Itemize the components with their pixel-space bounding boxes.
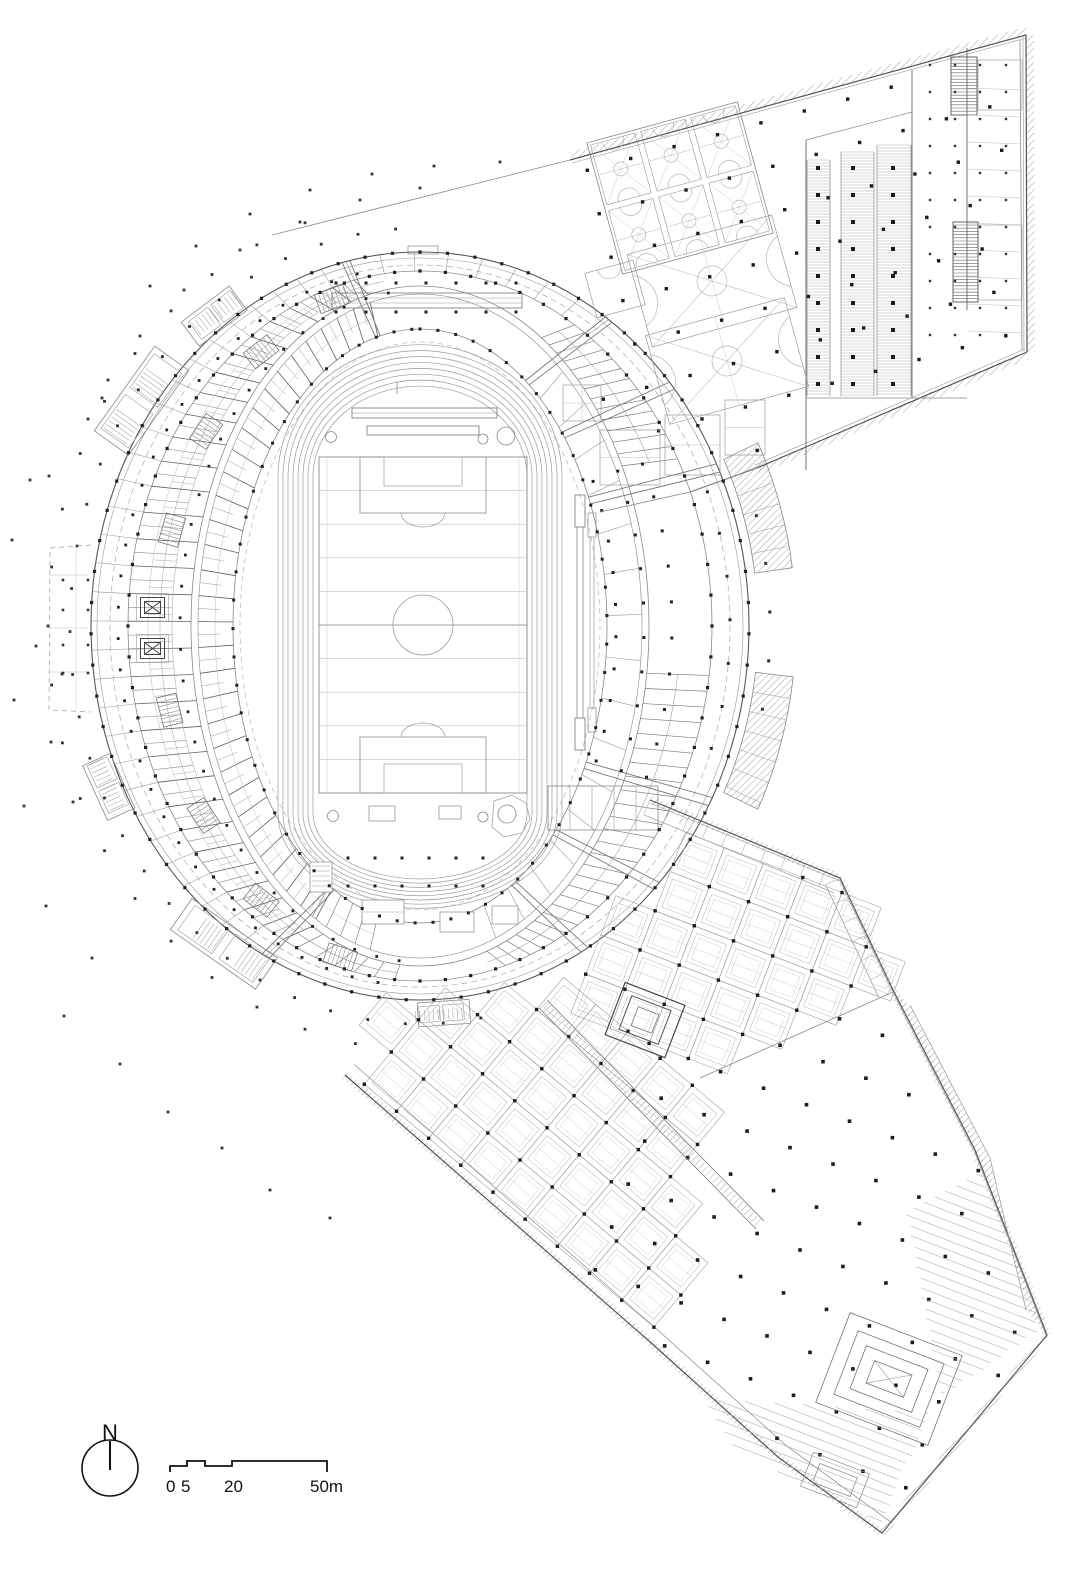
svg-text:0: 0 (166, 1477, 175, 1496)
svg-text:50m: 50m (310, 1477, 343, 1496)
svg-text:N: N (102, 1420, 118, 1445)
svg-text:5: 5 (181, 1477, 190, 1496)
svg-text:20: 20 (224, 1477, 243, 1496)
